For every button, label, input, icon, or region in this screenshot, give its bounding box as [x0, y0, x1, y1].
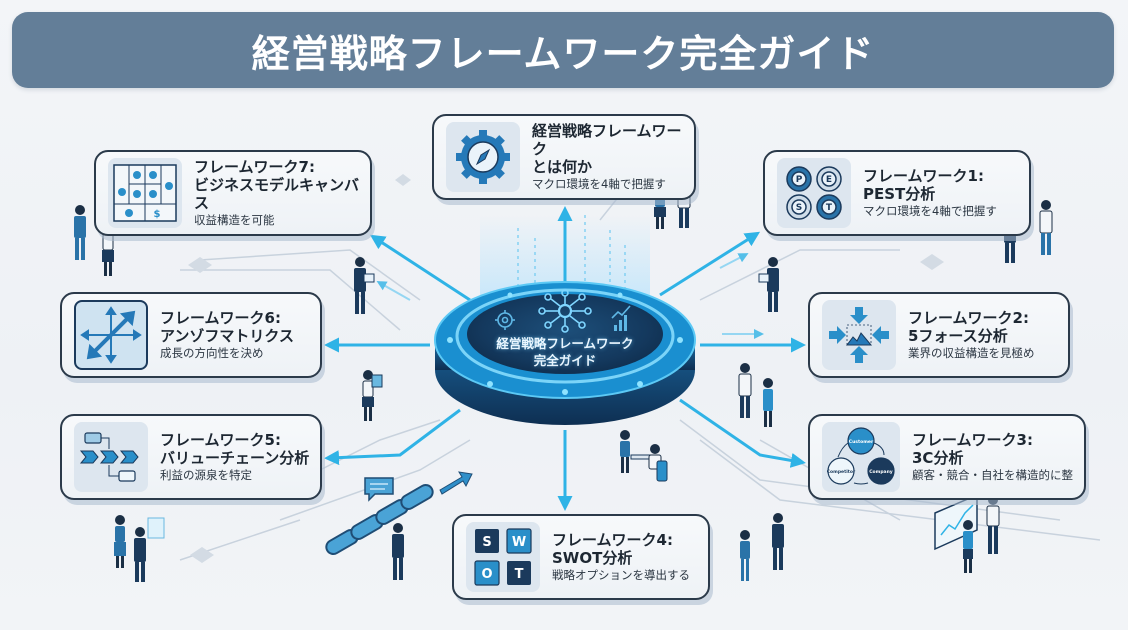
card-framework-3-desc: 顧客・競合・自社を構造的に整: [912, 468, 1073, 483]
person: [362, 370, 383, 421]
person: [74, 205, 86, 260]
card-framework-4-title: フレームワーク4:: [552, 531, 673, 550]
card-framework-4[interactable]: S W O T フレームワーク4: SWOT分析 戦略オプションを導出する: [452, 514, 710, 600]
gear-icon: [495, 310, 515, 330]
person: [354, 257, 375, 314]
arrow-to-fw1: [659, 231, 761, 297]
pest-letter-t: T: [826, 203, 833, 213]
card-intro-title: 経営戦略フレームワーク: [532, 122, 682, 159]
card-intro-subtitle: とは何か: [532, 158, 593, 177]
swot-letter-s: S: [482, 535, 491, 550]
card-intro-desc: マクロ環境を4軸で把握す: [532, 177, 666, 192]
person: [963, 520, 973, 573]
card-framework-2-subtitle: 5フォース分析: [908, 327, 1008, 346]
person: [763, 378, 773, 427]
card-framework-2[interactable]: フレームワーク2: 5フォース分析 業界の収益構造を見極め: [808, 292, 1070, 378]
card-framework-4-desc: 戦略オプションを導出する: [552, 568, 690, 583]
card-framework-7-title: フレームワーク7:: [194, 158, 315, 177]
person: [986, 495, 1000, 554]
card-framework-7-desc: 収益構造を可能: [194, 213, 275, 228]
card-framework-6[interactable]: フレームワーク6: アンゾフマトリクス 成長の方向性を決め: [60, 292, 322, 378]
person: [1039, 200, 1053, 255]
card-framework-3[interactable]: Customer Company Competitor フレームワーク3: 3C…: [808, 414, 1086, 500]
title-banner: 経営戦略フレームワーク完全ガイド: [12, 12, 1114, 88]
card-framework-7[interactable]: $ フレームワーク7: ビジネスモデルキャンバス 収益構造を可能: [94, 150, 372, 236]
swot-letter-t: T: [515, 567, 524, 582]
3c-customer-label: Customer: [849, 439, 874, 445]
pest-letter-e: E: [826, 175, 832, 185]
arrow-to-fw7: [369, 234, 471, 302]
card-framework-2-desc: 業界の収益構造を見極め: [908, 346, 1035, 361]
person: [740, 530, 750, 581]
five-forces-icon: [822, 300, 896, 370]
dollar-symbol: $: [154, 209, 161, 220]
page-title: 経営戦略フレームワーク完全ガイド: [251, 31, 875, 76]
hub-label-line1: 経営戦略フレームワーク: [496, 336, 634, 351]
card-framework-6-title: フレームワーク6:: [160, 309, 281, 328]
card-framework-2-title: フレームワーク2:: [908, 309, 1029, 328]
ansoff-matrix-icon: [74, 300, 148, 370]
3c-competitor-label: Competitor: [827, 469, 856, 475]
3c-company-label: Company: [869, 469, 893, 475]
person: [134, 527, 146, 582]
connector-arrows: [324, 206, 806, 511]
card-framework-6-desc: 成長の方向性を決め: [160, 346, 264, 361]
small-arrows: [376, 253, 764, 339]
person: [114, 515, 126, 568]
arrow-to-fw3: [679, 398, 806, 468]
swot-grid-icon: S W O T: [466, 522, 540, 592]
card-framework-1-title: フレームワーク1:: [863, 167, 984, 186]
network-icon: [538, 289, 592, 333]
card-framework-7-subtitle: ビジネスモデルキャンバス: [194, 176, 360, 213]
swot-letter-o: O: [481, 567, 492, 582]
chain-illustration: [325, 484, 434, 555]
card-framework-1-subtitle: PEST分析: [863, 185, 936, 204]
person: [392, 523, 404, 580]
card-framework-5-subtitle: バリューチェーン分析: [160, 449, 310, 468]
floating-chart-panel: [147, 517, 165, 539]
card-framework-1[interactable]: P E S T フレームワーク1: PEST分析 マクロ環境を4軸で把握す: [763, 150, 1031, 236]
card-framework-4-subtitle: SWOT分析: [552, 549, 633, 568]
compass-gear-icon: [446, 122, 520, 192]
card-framework-1-desc: マクロ環境を4軸で把握す: [863, 204, 997, 219]
pest-gears-icon: P E S T: [777, 158, 851, 228]
card-framework-5[interactable]: フレームワーク5: バリューチェーン分析 利益の源泉を特定: [60, 414, 322, 500]
chat-bubble-icon: [364, 477, 394, 502]
bar-chart-icon: [611, 305, 631, 331]
person: [738, 363, 752, 418]
person: [758, 257, 779, 312]
person: [772, 513, 784, 570]
hub-label-line2: 完全ガイド: [533, 352, 597, 368]
presentation-board: [934, 493, 978, 551]
business-canvas-icon: $: [108, 158, 182, 228]
card-intro[interactable]: 経営戦略フレームワーク とは何か マクロ環境を4軸で把握す: [432, 114, 696, 200]
card-framework-3-title: フレームワーク3:: [912, 431, 1033, 450]
pest-letter-s: S: [796, 203, 802, 213]
card-framework-3-subtitle: 3C分析: [912, 449, 964, 468]
swot-letter-w: W: [512, 535, 526, 550]
pest-letter-p: P: [796, 175, 803, 185]
central-hub: [434, 281, 696, 425]
arrow-to-fw5: [324, 408, 461, 466]
card-framework-6-subtitle: アンゾフマトリクス: [160, 327, 294, 346]
3c-cycle-icon: Customer Company Competitor: [822, 422, 900, 492]
growth-arrow: [439, 471, 473, 495]
card-framework-5-desc: 利益の源泉を特定: [160, 468, 252, 483]
hub-label: 経営戦略フレームワーク 完全ガイド: [470, 336, 660, 370]
meeting-table-figures: [620, 430, 668, 482]
card-framework-5-title: フレームワーク5:: [160, 431, 281, 450]
value-chain-icon: [74, 422, 148, 492]
